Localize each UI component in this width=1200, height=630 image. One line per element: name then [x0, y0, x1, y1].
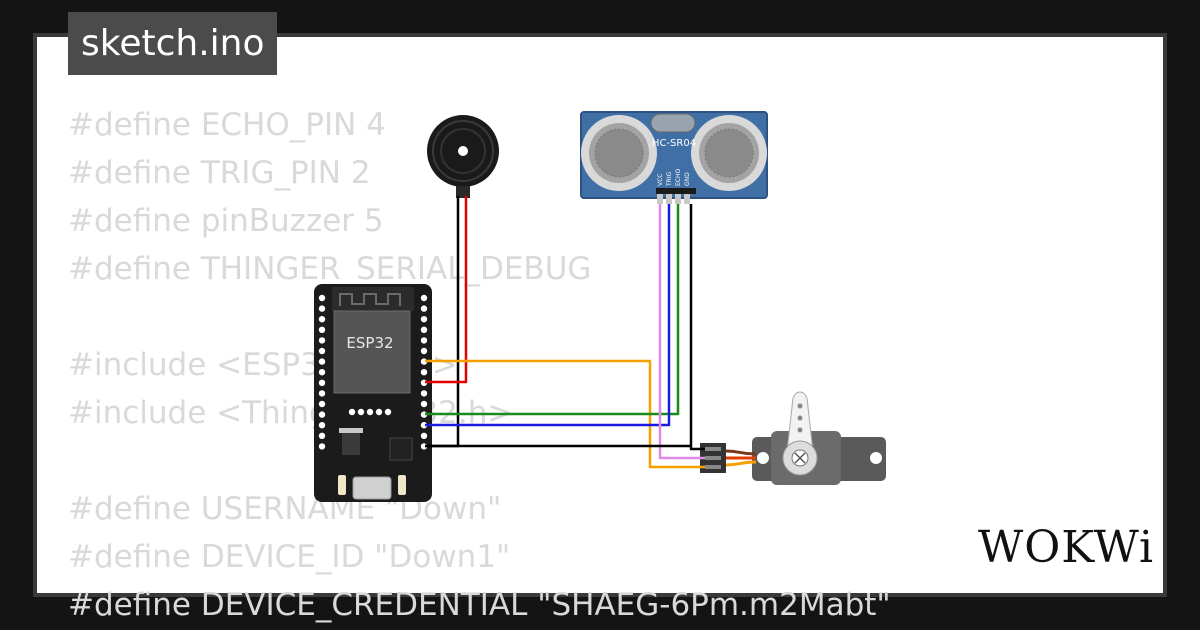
pin-hole: [366, 408, 374, 416]
code-line: #define pinBuzzer 5: [68, 203, 384, 239]
code-line: #define ECHO_PIN 4: [68, 107, 386, 143]
pin-hole: [318, 390, 326, 397]
pin-hole: [420, 294, 428, 302]
wire-sensor-vcc[interactable]: [658, 204, 705, 460]
file-tab[interactable]: sketch.ino: [68, 12, 278, 75]
pin-hole: [318, 400, 326, 408]
pin-hole: [420, 316, 428, 323]
pin-hole: [318, 358, 326, 365]
pin-hole: [384, 408, 392, 416]
pin-hole: [420, 337, 428, 344]
wire-sensor-trig[interactable]: [425, 204, 671, 427]
pin-hole: [420, 432, 428, 439]
wire-sensor-echo[interactable]: [425, 204, 680, 416]
pin-hole: [318, 347, 326, 355]
pin-hole: [318, 432, 326, 439]
file-name: sketch.ino: [81, 23, 265, 64]
code-line: #define DEVICE_CREDENTIAL "SHAEG-6Pm.m2M…: [68, 587, 891, 623]
pin-hole: [318, 411, 326, 418]
wire-buzzer-signal[interactable]: [425, 196, 468, 384]
pin-hole: [348, 408, 356, 416]
sensor-pin-label: ECHO: [675, 169, 682, 186]
sensor-pin-label: VCC: [657, 174, 664, 186]
pin-hole: [318, 316, 326, 323]
pin-hole: [318, 379, 326, 386]
pin-hole: [318, 305, 326, 312]
pin-hole: [318, 337, 326, 344]
sensor-label: HC-SR04: [652, 138, 696, 149]
pin-hole: [318, 326, 326, 333]
pin-hole: [420, 347, 428, 355]
pin-hole: [318, 294, 326, 302]
wire-sensor-gnd[interactable]: [425, 204, 705, 451]
sensor-pin-label: GND: [684, 172, 691, 186]
piezo-buzzer[interactable]: [427, 115, 499, 198]
esp32-label: ESP32: [346, 334, 393, 352]
esp32-board[interactable]: ESP32: [314, 284, 432, 502]
pin-hole: [357, 408, 365, 416]
servo-motor[interactable]: [752, 391, 886, 485]
wokwi-logo: WOKWi: [978, 522, 1155, 573]
pin-hole: [318, 422, 326, 429]
pin-hole: [318, 443, 326, 450]
pin-hole: [420, 400, 428, 408]
pin-hole: [420, 369, 428, 376]
pin-hole: [420, 390, 428, 397]
code-line: #define THINGER_SERIAL_DEBUG: [68, 251, 592, 287]
wires: [425, 196, 705, 469]
sensor-pin-label: TRIG: [666, 171, 673, 187]
pin-hole: [375, 408, 383, 416]
code-line: #define TRIG_PIN 2: [68, 155, 371, 191]
pin-hole: [318, 369, 326, 376]
ultrasonic-sensor[interactable]: HC-SR04 VCC TRIG ECHO GND: [580, 111, 768, 204]
pin-hole: [420, 326, 428, 333]
pin-hole: [420, 305, 428, 312]
code-line: #define DEVICE_ID "Down1": [68, 539, 511, 575]
pin-hole: [420, 422, 428, 429]
servo-connector: [700, 443, 757, 473]
